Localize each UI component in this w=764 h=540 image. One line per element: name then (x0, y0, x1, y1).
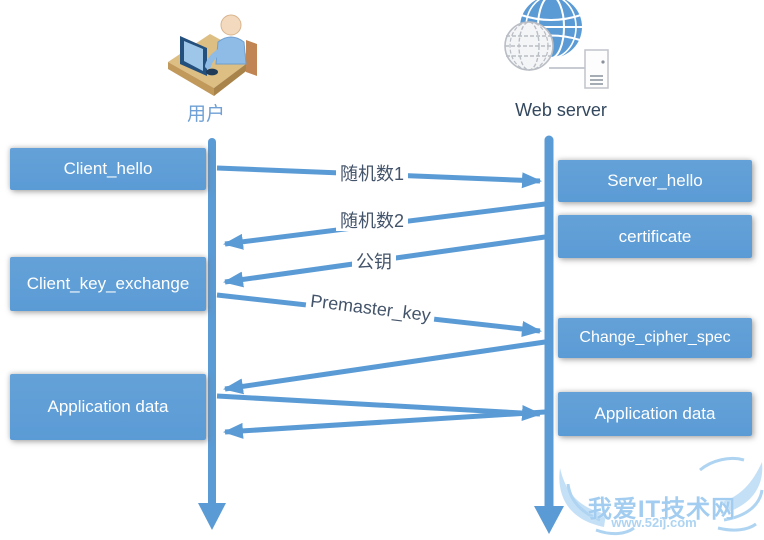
server-actor-label: Web server (515, 100, 607, 120)
watermark-wings-icon (559, 456, 764, 536)
certificate-box: certificate (558, 215, 752, 258)
message-label-public-key: 公钥 (352, 252, 396, 272)
message-label-random1: 随机数1 (336, 164, 409, 184)
server-lifeline (534, 135, 564, 534)
message-arrow-server-data (223, 409, 546, 439)
message-arrow-client-data (216, 393, 542, 421)
web-server-globe-icon (504, 0, 609, 89)
message-label-random2: 随机数2 (336, 211, 409, 231)
server-hello-box: Server_hello (558, 160, 752, 202)
change-cipher-spec-box: Change_cipher_spec (558, 318, 752, 358)
client-actor-label: 用户 (186, 104, 225, 125)
client-key-exchange-box: Client_key_exchange (10, 257, 206, 311)
client-lifeline (198, 138, 226, 530)
watermark-site-url: www.52ij.com (611, 515, 697, 530)
client-hello-box: Client_hello (10, 148, 206, 190)
watermark-site-name: 我爱IT技术网 (587, 496, 737, 523)
message-arrow-server-finish (223, 339, 546, 395)
server-application-data-box: Application data (558, 392, 752, 436)
client-application-data-box: Application data (10, 374, 206, 440)
user-at-desk-icon (168, 14, 257, 96)
